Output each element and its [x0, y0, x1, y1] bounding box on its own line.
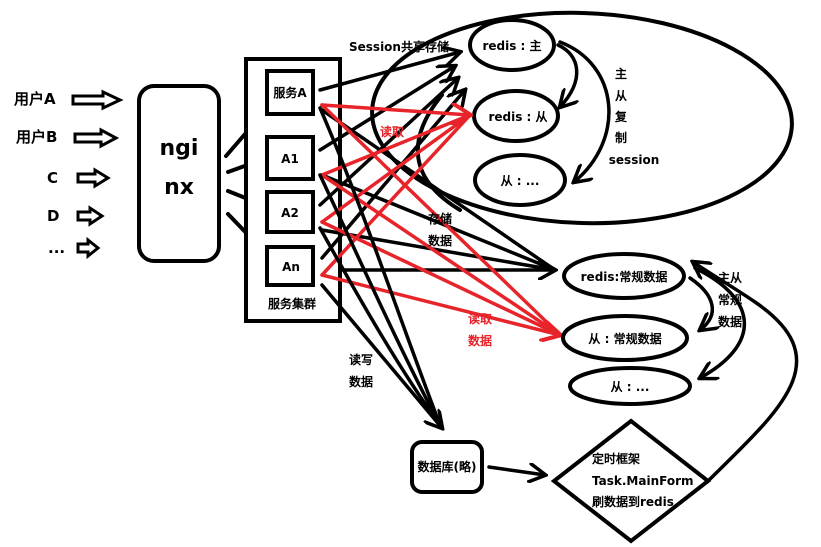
service-cluster: 服务A A1 A2 An 服务集群	[244, 57, 342, 323]
read-line	[320, 103, 562, 337]
redis-data-master-label: redis:常规数据	[581, 269, 668, 284]
database-links	[318, 106, 442, 428]
read-data-label-2: 数据	[468, 333, 492, 348]
users-group: 用户A 用户B C D ...	[14, 89, 124, 260]
service-a1-label: A1	[281, 152, 299, 166]
link-line	[320, 283, 442, 428]
read-data-links	[320, 103, 562, 337]
read-line	[320, 113, 472, 277]
replication-label-4: 制	[615, 130, 627, 145]
redis-master-label: redis : 主	[482, 38, 541, 53]
service-a-box	[265, 69, 315, 116]
redis-data-slave-node	[561, 314, 689, 362]
read-line	[320, 105, 470, 115]
read-data-label-1: 读取	[468, 311, 492, 326]
hollow-arrow-icon	[73, 127, 120, 149]
replication-label-3: 复	[614, 109, 628, 124]
hollow-arrow-icon	[76, 167, 111, 189]
read-session-label: 读取	[380, 124, 404, 139]
read-line	[320, 173, 562, 337]
data-cache: redis:常规数据 从 : 常规数据 从 : ... 主从 常规 数据	[561, 252, 747, 406]
store-data-label-2: 数据	[428, 233, 452, 248]
replication-arrow	[556, 43, 577, 107]
read-write-label-2: 数据	[349, 374, 373, 389]
hollow-arrow-icon	[76, 205, 105, 227]
scheduler-node: 定时框架 Task.MainForm 刷数据到redis	[550, 418, 712, 544]
hollow-arrow-icon	[71, 89, 124, 111]
scheduler-label-1: 定时框架	[592, 451, 640, 466]
service-an-label: An	[282, 260, 300, 274]
data-replication-label-1: 主从	[718, 270, 742, 285]
scheduler-label-3: 刷数据到redis	[592, 494, 674, 509]
read-line	[320, 113, 472, 177]
session-store-label: Session共享存储	[349, 39, 449, 54]
session-store: redis : 主 redis : 从 从 : ... 主 从 复 制 sess…	[370, 10, 794, 226]
hollow-arrow-icon	[76, 236, 101, 260]
service-an-box	[265, 245, 315, 287]
database-to-scheduler-arrow	[487, 467, 545, 475]
link-line	[318, 106, 442, 427]
database-node: 数据库(略)	[410, 440, 484, 494]
read-session-links	[320, 105, 472, 277]
service-a-label: 服务A	[273, 85, 307, 100]
data-replication-label-3: 数据	[718, 314, 742, 329]
link-line	[318, 52, 460, 92]
scheduler-label-2: Task.MainForm	[592, 474, 694, 488]
replication-label-5: session	[609, 153, 659, 167]
redis-slave-more-node	[473, 153, 567, 207]
link-line	[318, 173, 442, 427]
user-a-label: 用户A	[14, 90, 56, 108]
service-a1-box	[265, 135, 315, 181]
link-line	[320, 173, 557, 272]
redis-data-slave-more-node	[568, 366, 692, 406]
nginx-label-line1: ngi	[160, 136, 199, 161]
user-c-label: C	[47, 169, 58, 187]
scheduler-to-redis-arrow	[693, 262, 799, 484]
link-line	[320, 108, 557, 272]
redis-slave-label: redis : 从	[488, 110, 547, 124]
user-d-label: D	[47, 207, 59, 225]
nginx-node: ngi nx	[137, 84, 221, 263]
replication-arrow	[558, 40, 611, 182]
link-line	[320, 228, 557, 272]
user-b-label: 用户B	[16, 128, 57, 146]
user-more-label: ...	[48, 239, 65, 257]
data-store-links	[320, 108, 557, 272]
redis-slave-more-label: 从 : ...	[501, 174, 540, 188]
replication-arrow	[693, 266, 747, 378]
replication-arrow	[688, 276, 712, 330]
read-line	[320, 113, 472, 224]
redis-data-master-node	[562, 252, 686, 300]
link-line	[318, 226, 442, 427]
read-line	[320, 273, 560, 335]
service-a2-box	[265, 190, 315, 234]
session-store-inner-arc	[415, 93, 462, 212]
redis-data-slave-more-label: 从 : ...	[611, 380, 650, 394]
nginx-label-line2: nx	[164, 175, 194, 200]
redis-slave-node	[472, 89, 560, 143]
replication-label-1: 主	[615, 66, 627, 81]
redis-data-slave-label: 从 : 常规数据	[588, 331, 661, 346]
store-data-label-1: 存储	[427, 211, 452, 226]
database-label: 数据库(略)	[418, 459, 477, 474]
replication-label-2: 从	[615, 89, 627, 103]
redis-master-node	[468, 18, 556, 72]
service-cluster-label: 服务集群	[268, 296, 316, 311]
data-replication-label-2: 常规	[718, 292, 742, 307]
service-a2-label: A2	[281, 206, 299, 220]
read-line	[320, 220, 562, 337]
read-write-label-1: 读写	[349, 352, 373, 367]
